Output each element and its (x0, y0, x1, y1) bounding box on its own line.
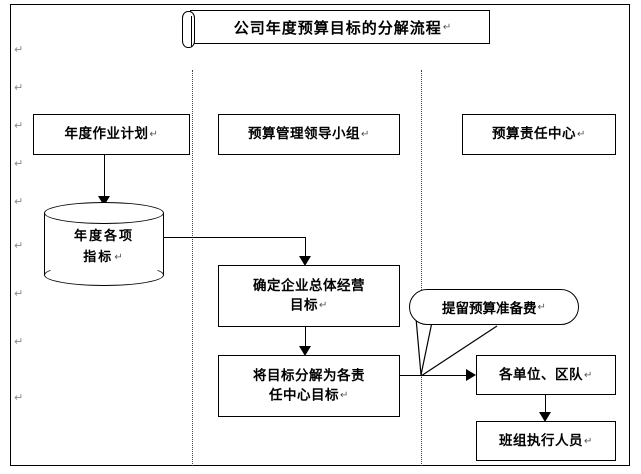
paragraph-mark: ↵ (14, 391, 24, 404)
arrowhead-decompose-to-units (466, 369, 476, 381)
paragraph-mark: ↵ (442, 21, 453, 33)
paragraph-mark: ↵ (584, 435, 593, 447)
title-banner: 公司年度预算目标的分解流程↵ (178, 10, 490, 48)
arrowhead-units-to-crew (539, 412, 551, 422)
banner-paper (190, 10, 490, 44)
paragraph-mark: ↵ (14, 335, 24, 348)
paragraph-mark: ↵ (537, 301, 546, 313)
paragraph-mark: ↵ (14, 43, 24, 56)
callout-label: 提留预算准备费 (442, 301, 537, 317)
data-store-label-line1: 年度各项 (73, 229, 134, 244)
paragraph-mark: ↵ (14, 157, 24, 170)
data-store-annual-indicators: 年度各项 指标↵ (44, 202, 164, 286)
process-decompose-goal: 将目标分解为各责 任中心目标↵ (218, 355, 400, 417)
paragraph-mark: ↵ (14, 239, 24, 252)
process-label-line2: 目标↵ (290, 297, 328, 314)
arrowhead-goal-to-decompose (299, 346, 311, 356)
data-store-label-line2: 指标↵ (83, 250, 125, 265)
paragraph-mark: ↵ (14, 287, 24, 300)
banner-scroll-roll-icon (182, 11, 195, 48)
lane-header-label: 年度作业计划 (64, 126, 149, 142)
lane-header-label: 预算责任中心 (492, 126, 577, 142)
paragraph-mark: ↵ (361, 129, 370, 140)
paragraph-mark: ↵ (14, 195, 24, 208)
page-border (10, 4, 630, 466)
paragraph-mark: ↵ (340, 389, 349, 401)
paragraph-mark: ↵ (584, 369, 593, 381)
banner-scroll-roll-line (191, 16, 196, 47)
connector-units-to-crew (545, 395, 546, 417)
lane-header-responsibility-center: 预算责任中心↵ (462, 114, 616, 155)
process-label: 各单位、区队 (499, 366, 584, 383)
cylinder-bottom-ellipse (44, 264, 164, 286)
paragraph-mark: ↵ (14, 119, 24, 132)
lane-separator-1 (192, 70, 193, 466)
connector-store-to-goal-horizontal (164, 237, 306, 238)
connector-store-to-goal-vertical (305, 237, 306, 261)
connector-plan-to-store (104, 155, 105, 199)
data-store-label: 年度各项 指标↵ (44, 222, 164, 272)
paragraph-mark: ↵ (14, 81, 24, 94)
process-crew-executors: 班组执行人员↵ (476, 421, 616, 461)
paragraph-mark: ↵ (114, 252, 125, 263)
process-label-line1: 将目标分解为各责 (253, 367, 365, 384)
callout-pointer-tail (415, 318, 433, 376)
lane-header-annual-plan: 年度作业计划↵ (33, 114, 190, 155)
arrowhead-plan-to-store (98, 196, 110, 206)
callout-reserve-budget-fund: 提留预算准备费↵ (409, 289, 579, 325)
paragraph-mark: ↵ (577, 129, 586, 140)
page-title-text: 公司年度预算目标的分解流程 (233, 18, 442, 37)
process-label-line1: 确定企业总体经营 (253, 277, 365, 294)
arrowhead-store-to-goal (299, 256, 311, 266)
page-title: 公司年度预算目标的分解流程↵ (202, 10, 484, 44)
paragraph-mark: ↵ (149, 129, 159, 140)
lane-separator-2 (421, 70, 422, 466)
process-label-line2: 任中心目标↵ (269, 387, 349, 404)
lane-header-budget-leadership: 预算管理领导小组↵ (218, 114, 400, 155)
process-units-and-teams: 各单位、区队↵ (476, 355, 616, 395)
cylinder-top-ellipse (44, 202, 164, 224)
connector-goal-to-decompose (305, 327, 306, 351)
connector-decompose-to-units (400, 375, 468, 376)
process-set-overall-goal: 确定企业总体经营 目标↵ (218, 265, 400, 327)
paragraph-mark: ↵ (319, 299, 328, 311)
lane-header-label: 预算管理领导小组 (248, 126, 361, 142)
process-label: 班组执行人员 (499, 432, 584, 449)
